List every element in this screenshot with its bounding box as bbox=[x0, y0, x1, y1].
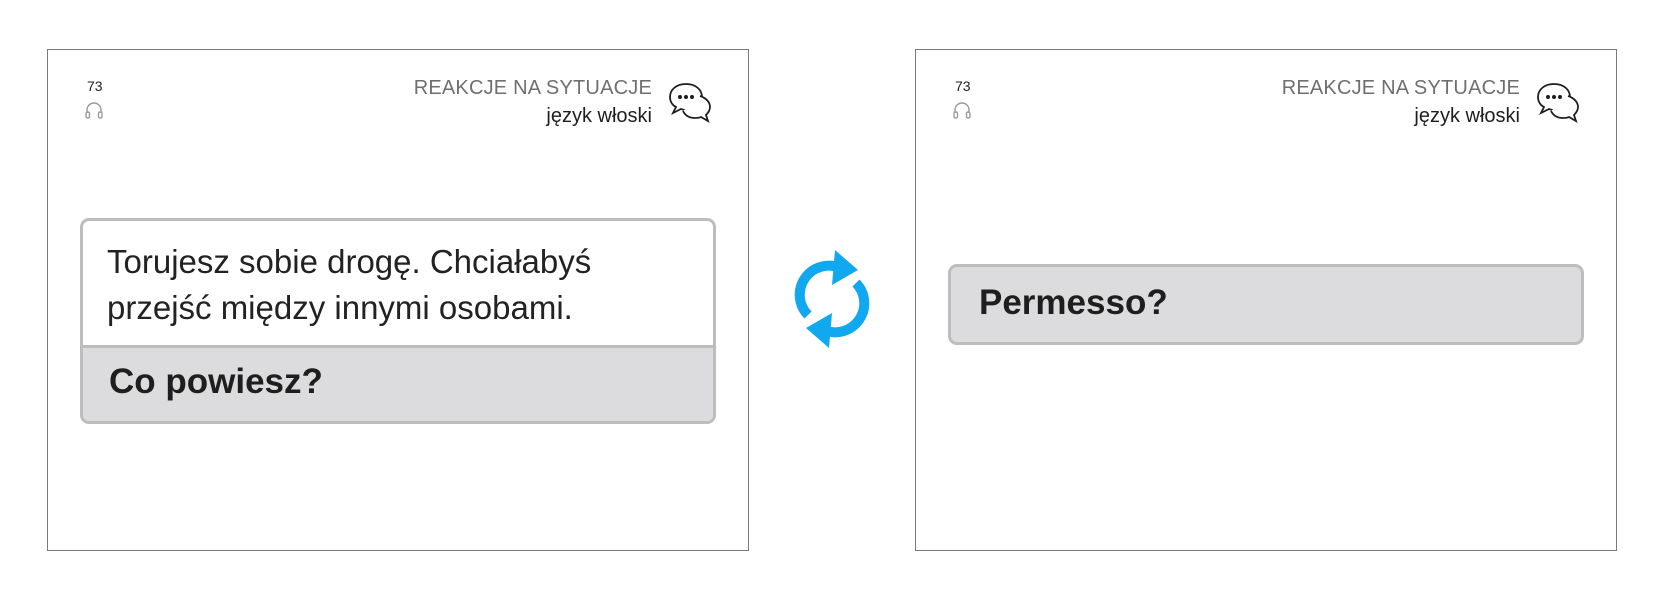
headphones-icon[interactable] bbox=[952, 100, 972, 120]
category-title: REAKCJE NA SYTUACJE bbox=[413, 77, 652, 99]
category-language: język włoski bbox=[1414, 105, 1520, 127]
card-number: 73 bbox=[87, 78, 103, 94]
category-title: REAKCJE NA SYTUACJE bbox=[1281, 77, 1520, 99]
situation-text: Torujesz sobie drogę. Chciałabyś przejść… bbox=[107, 243, 592, 326]
headphones-icon[interactable] bbox=[84, 100, 104, 120]
prompt-box: Torujesz sobie drogę. Chciałabyś przejść… bbox=[80, 218, 716, 424]
question-text: Co powiesz? bbox=[83, 345, 713, 421]
chat-bubbles-icon bbox=[669, 83, 711, 123]
category-language: język włoski bbox=[546, 105, 652, 127]
flashcard-back[interactable]: 73 REAKCJE NA SYTUACJE język włoski Perm… bbox=[915, 49, 1617, 551]
chat-bubbles-icon bbox=[1537, 83, 1579, 123]
answer-box: Permesso? bbox=[948, 264, 1584, 345]
flashcard-front[interactable]: 73 REAKCJE NA SYTUACJE język włoski Toru… bbox=[47, 49, 749, 551]
flip-arrows-icon[interactable] bbox=[788, 245, 876, 353]
card-number: 73 bbox=[955, 78, 971, 94]
